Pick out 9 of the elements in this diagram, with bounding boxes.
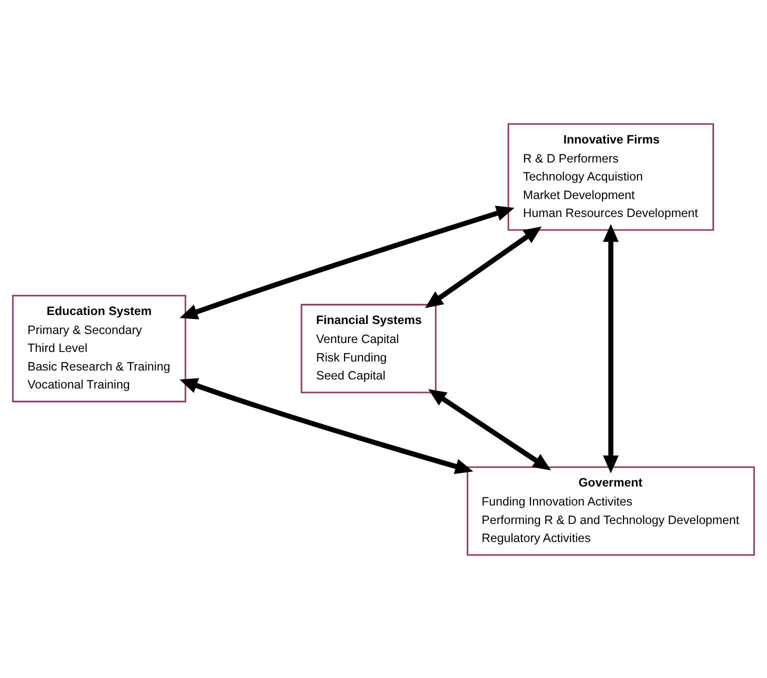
node-box: Goverment Funding Innovation Activites Performing R & D and Technology Development Regulatory Activities bbox=[466, 466, 755, 556]
arrow bbox=[428, 388, 551, 470]
arrow bbox=[425, 226, 542, 308]
node-box: Financial Systems Venture Capital Risk Funding Seed Capital bbox=[300, 303, 436, 393]
arrow bbox=[180, 205, 514, 319]
node-box: Innovative Firms R & D Performers Technology Acquistion Market Development Human Resources Development bbox=[508, 122, 714, 230]
arrow bbox=[180, 378, 474, 474]
arrow bbox=[602, 223, 619, 473]
node-box: Education System Primary & Secondary Third Level Basic Research & Training Vocational Training bbox=[12, 294, 186, 402]
